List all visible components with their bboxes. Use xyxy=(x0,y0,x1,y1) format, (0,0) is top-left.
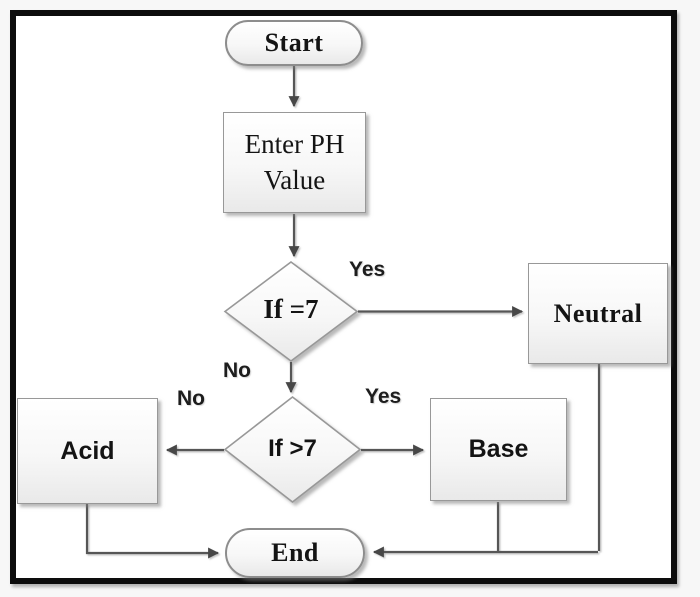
node-acid-label: Acid xyxy=(60,436,115,465)
node-neutral: Neutral xyxy=(528,263,668,364)
edge-label-ifeq7-no: No xyxy=(223,359,251,382)
node-base: Base xyxy=(430,398,567,501)
node-enter-ph-value: Enter PH Value xyxy=(223,112,366,213)
edge-label-ifgt7-no: No xyxy=(177,387,205,410)
node-end: End xyxy=(225,528,365,578)
node-enter-ph-value-label: Enter PH Value xyxy=(244,129,345,195)
node-start: Start xyxy=(225,20,363,66)
node-end-label: End xyxy=(271,538,319,567)
edge-label-ifeq7-yes: Yes xyxy=(349,258,386,281)
node-start-label: Start xyxy=(264,28,324,57)
node-acid: Acid xyxy=(17,398,158,504)
node-base-label: Base xyxy=(468,435,529,463)
node-neutral-label: Neutral xyxy=(553,298,643,328)
edge-label-ifgt7-yes: Yes xyxy=(365,385,402,408)
